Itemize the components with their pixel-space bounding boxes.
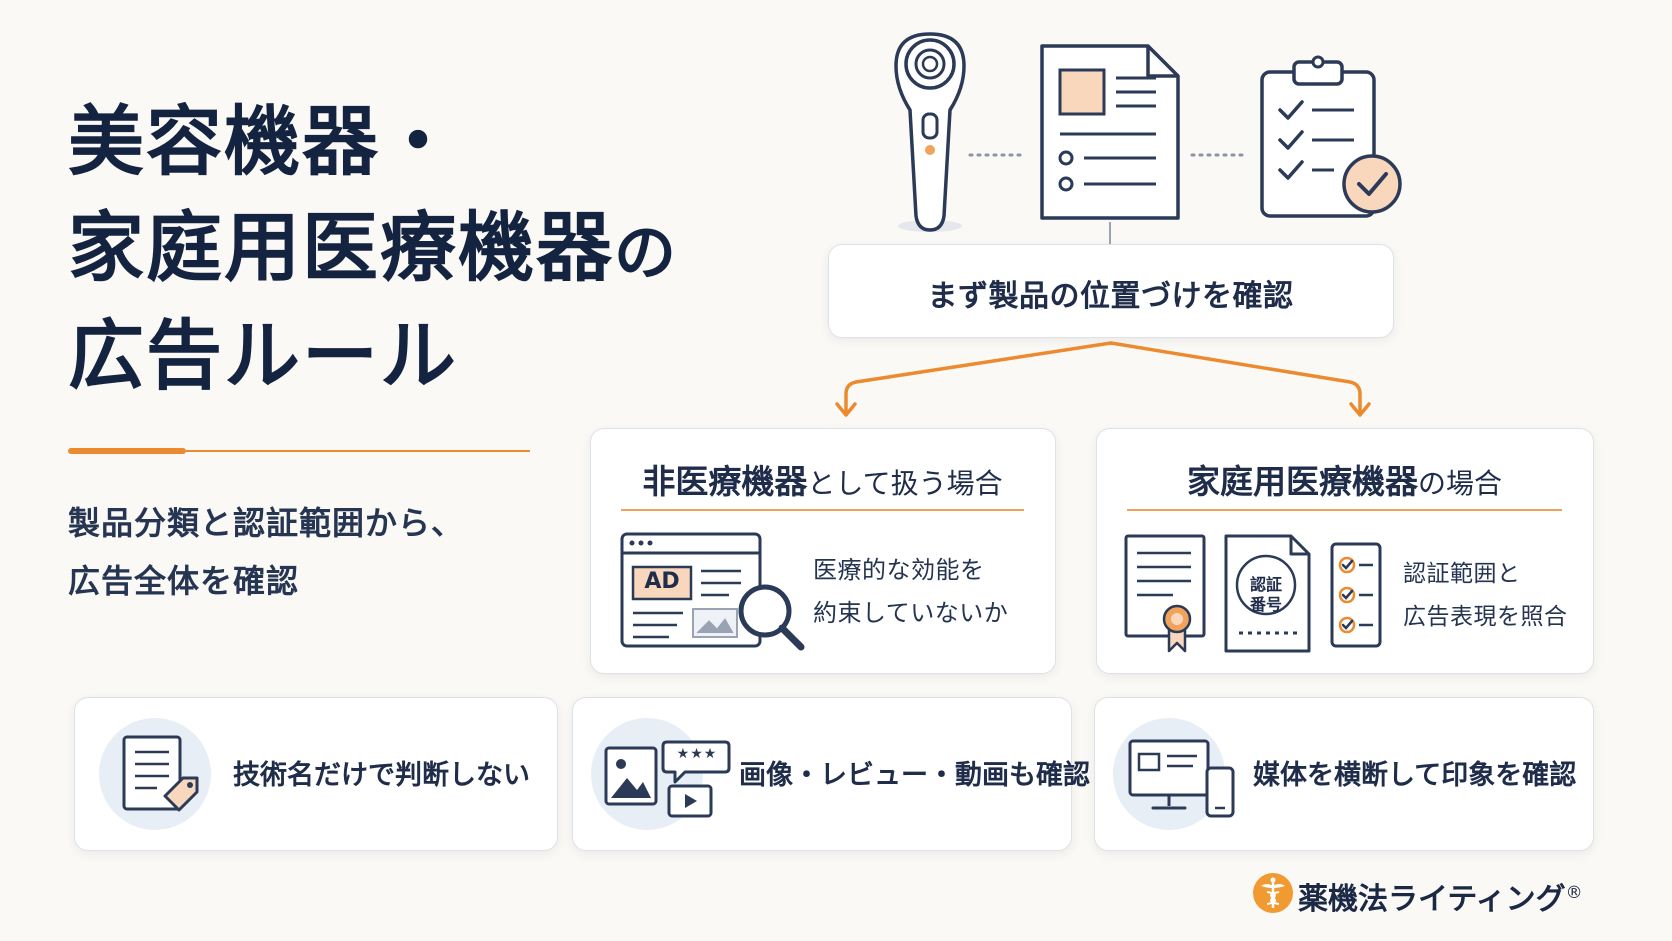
beauty-device-icon <box>894 32 966 232</box>
document-icon <box>1040 44 1180 220</box>
stamp-line-1: 認証 <box>1249 575 1282 594</box>
web-ad-search-icon <box>620 532 805 651</box>
clipboard-check-icon <box>1260 55 1402 218</box>
tip-3-label: 媒体を横断して印象を確認 <box>1253 760 1577 791</box>
media-review-icon <box>604 740 731 818</box>
non-medical-body-line-1: 医療的な効能を <box>813 556 985 584</box>
subtitle-line-2: 広告全体を確認 <box>68 562 300 600</box>
home-medical-body-line-2: 広告表現を照合 <box>1403 604 1568 630</box>
certificate-icon <box>1124 534 1206 653</box>
home-medical-case-card: 家庭用医療機器の場合 認証 番号 認証範囲と 広告表現を照合 <box>1096 428 1594 674</box>
title-line-2-particle: の <box>614 216 679 289</box>
non-medical-case-card: 非医療機器として扱う場合 AD 医療的な効能を 約束していないか <box>590 428 1056 674</box>
brand-name-text: 薬機法ライティング <box>1298 882 1566 917</box>
checklist-icon <box>1330 542 1382 648</box>
decision-box-label: まず製品の位置づけを確認 <box>927 279 1294 314</box>
document-tag-icon <box>122 735 199 812</box>
tip-card-technology-name: 技術名だけで判断しない <box>74 697 558 851</box>
home-medical-case-heading: 家庭用医療機器の場合 <box>1097 455 1592 503</box>
title-underline <box>186 450 530 452</box>
tip-2-label: 画像・レビュー・動画も確認 <box>739 760 1090 791</box>
stamp-line-2: 番号 <box>1249 595 1282 614</box>
non-medical-case-heading: 非医療機器として扱う場合 <box>591 455 1054 503</box>
title-accent-bar <box>68 448 186 454</box>
tip-card-cross-media: 媒体を横断して印象を確認 <box>1094 697 1594 851</box>
non-medical-divider <box>621 509 1024 511</box>
devices-icon <box>1128 739 1235 818</box>
brand-name: 薬機法ライティング® <box>1298 874 1583 918</box>
title-line-2: 家庭用医療機器の <box>68 210 678 286</box>
decision-box: まず製品の位置づけを確認 <box>828 244 1394 338</box>
home-medical-heading-weak: の場合 <box>1417 467 1502 500</box>
title-line-1: 美容機器・ <box>68 97 458 186</box>
title-line-3: 広告ルール <box>68 311 458 400</box>
caduceus-logo-icon <box>1253 873 1293 913</box>
non-medical-heading-weak: として扱う場合 <box>807 467 1003 500</box>
non-medical-heading-strong: 非医療機器 <box>642 462 808 501</box>
brand-registered-mark: ® <box>1565 883 1583 903</box>
review-stars: ★★★ <box>676 746 718 762</box>
ad-badge-text: AD <box>644 569 680 594</box>
home-medical-body-line-1: 認証範囲と <box>1403 561 1521 587</box>
home-medical-divider <box>1127 509 1562 511</box>
certification-number-icon <box>1224 534 1311 653</box>
non-medical-body-line-2: 約束していないか <box>813 599 1009 627</box>
subtitle-line-1: 製品分類と認証範囲から、 <box>68 504 465 542</box>
connector-dots-1 <box>968 153 1028 157</box>
connector-dots-2 <box>1190 153 1250 157</box>
tip-1-label: 技術名だけで判断しない <box>233 760 530 791</box>
tip-card-media-review: ★★★ 画像・レビュー・動画も確認 <box>572 697 1090 851</box>
home-medical-heading-strong: 家庭用医療機器 <box>1186 462 1418 501</box>
title-line-2-main: 家庭用医療機器 <box>68 203 614 292</box>
document-stem <box>1109 222 1111 244</box>
